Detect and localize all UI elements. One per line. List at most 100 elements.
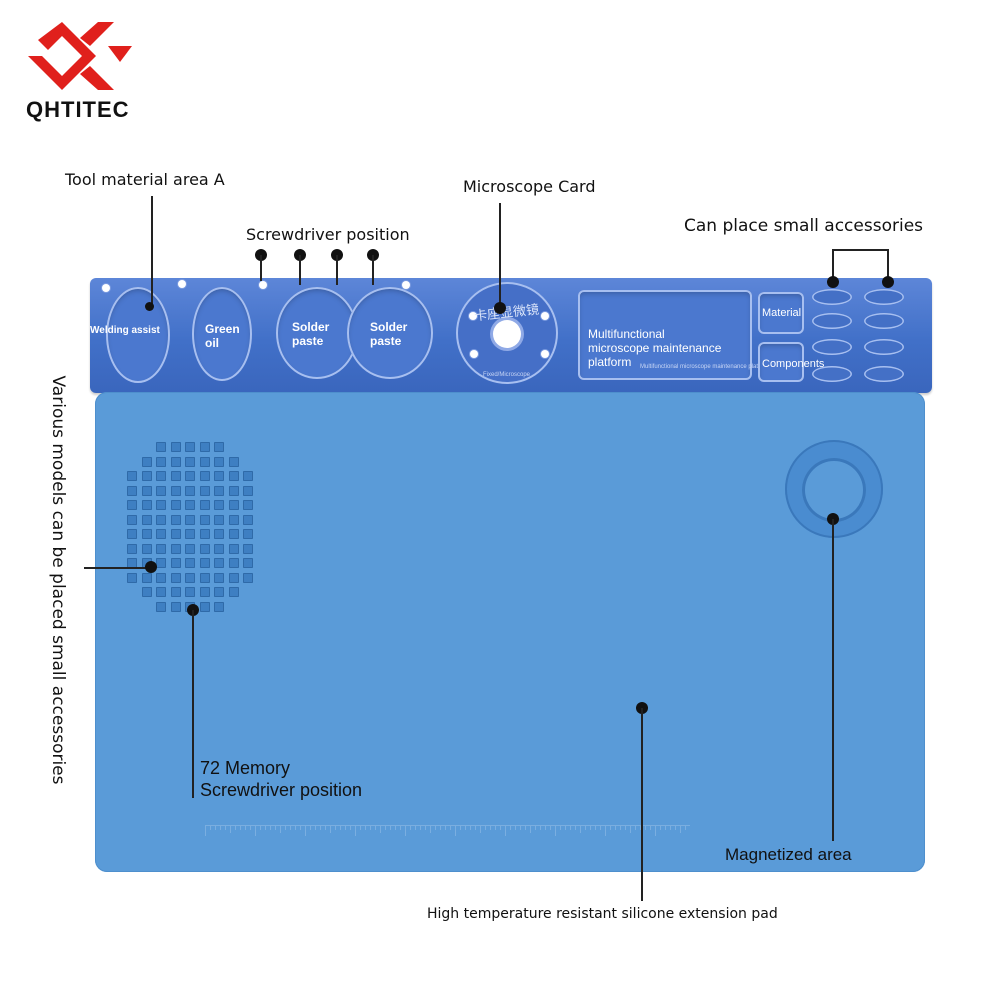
callout-dot: [145, 302, 154, 311]
ruler-tick: [395, 826, 396, 830]
screw-slot: [156, 471, 166, 481]
screw-slot: [185, 543, 195, 554]
screw-slot: [199, 587, 210, 597]
bar-hole: [402, 281, 410, 289]
ruler-tick: [295, 826, 296, 830]
ruler-tick: [525, 826, 526, 830]
ruler-tick: [460, 826, 461, 830]
screw-slot: [199, 500, 210, 510]
callout-small-accessories: Can place small accessories: [684, 216, 924, 236]
screw-slot: [156, 543, 166, 554]
ruler-tick: [230, 826, 231, 833]
screw-slot: [156, 442, 166, 452]
callout-line: [336, 255, 338, 285]
callout-line: [192, 610, 194, 798]
ruler-tick: [615, 826, 616, 830]
callout-tool-material-area: Tool material area A: [65, 170, 225, 189]
ruler-tick: [360, 826, 361, 830]
ruler-tick: [645, 826, 646, 830]
callout-line: [151, 196, 153, 308]
ruler-tick: [665, 826, 666, 830]
ruler-tick: [410, 826, 411, 830]
screw-slot: [127, 471, 137, 481]
ruler-tick: [570, 826, 571, 830]
screw-slot: [228, 558, 239, 568]
screw-slot: [214, 558, 224, 568]
ruler-tick: [225, 826, 226, 830]
ruler-tick: [345, 826, 346, 830]
ruler-tick: [535, 826, 536, 830]
ruler-tick: [475, 826, 476, 830]
screw-slot: [228, 587, 239, 597]
solder-paste-2-line2: paste: [370, 334, 402, 348]
screw-slot: [199, 471, 210, 481]
screw-slot: [185, 514, 195, 525]
ruler-tick: [435, 826, 436, 830]
platform-label: Multifunctional microscope maintenance p…: [588, 327, 721, 369]
microscope-hole: [541, 350, 549, 358]
platform-sub-text: Multifunctional microscope maintenance p…: [640, 364, 771, 370]
accessory-slot: [864, 313, 904, 329]
ruler-tick: [255, 826, 256, 836]
callout-dot: [827, 276, 839, 288]
screw-slot: [141, 587, 152, 597]
callout-line: [641, 708, 643, 901]
ruler-tick: [595, 826, 596, 830]
microscope-hole: [470, 350, 478, 358]
ruler-tick: [400, 826, 401, 830]
ruler-tick: [415, 826, 416, 830]
screw-slot: [214, 572, 224, 583]
ruler-tick: [565, 826, 566, 830]
screw-slot: [141, 471, 152, 481]
screw-slot: [228, 572, 239, 583]
ruler-tick: [515, 826, 516, 830]
ruler-tick: [580, 826, 581, 833]
callout-line: [372, 255, 374, 285]
ruler: [205, 825, 690, 848]
ruler-tick: [205, 826, 206, 836]
ruler-tick: [390, 826, 391, 830]
screw-slot: [127, 514, 137, 525]
screw-slot: [156, 456, 166, 467]
ruler-tick: [455, 826, 456, 836]
solder-paste-1-line1: Solder: [292, 320, 330, 334]
screw-slot: [228, 500, 239, 510]
screw-slot: [243, 543, 253, 554]
screw-slot: [141, 485, 152, 496]
screw-slot: [170, 558, 181, 568]
ruler-tick: [675, 826, 676, 830]
screw-slot: [170, 529, 181, 539]
screw-slot: [185, 529, 195, 539]
screw-slot: [214, 543, 224, 554]
screw-slot: [185, 456, 195, 467]
magnetized-center: [802, 458, 866, 522]
screw-slot: [214, 485, 224, 496]
ruler-tick: [490, 826, 491, 830]
screw-slot: [214, 529, 224, 539]
callout-dot: [145, 561, 157, 573]
screw-slot: [127, 572, 137, 583]
ruler-tick: [605, 826, 606, 836]
screw-slot: [141, 514, 152, 525]
screw-slot: [228, 543, 239, 554]
screw-slot: [199, 529, 210, 539]
microscope-hole: [469, 312, 477, 320]
callout-silicone-pad: High temperature resistant silicone exte…: [427, 906, 778, 922]
screw-slot: [127, 500, 137, 510]
welding-assist-label: Welding assist: [90, 325, 160, 336]
screw-slot: [214, 500, 224, 510]
ruler-tick: [310, 826, 311, 830]
callout-line: [299, 255, 301, 285]
ruler-tick: [280, 826, 281, 833]
ruler-tick: [465, 826, 466, 830]
screw-slot: [170, 500, 181, 510]
screw-slot: [127, 485, 137, 496]
bar-hole: [102, 284, 110, 292]
screw-slot: [127, 543, 137, 554]
ruler-tick: [250, 826, 251, 830]
screw-slot: [170, 514, 181, 525]
ruler-tick: [315, 826, 316, 830]
ruler-tick: [275, 826, 276, 830]
callout-line: [832, 519, 834, 841]
screw-slot: [199, 572, 210, 583]
